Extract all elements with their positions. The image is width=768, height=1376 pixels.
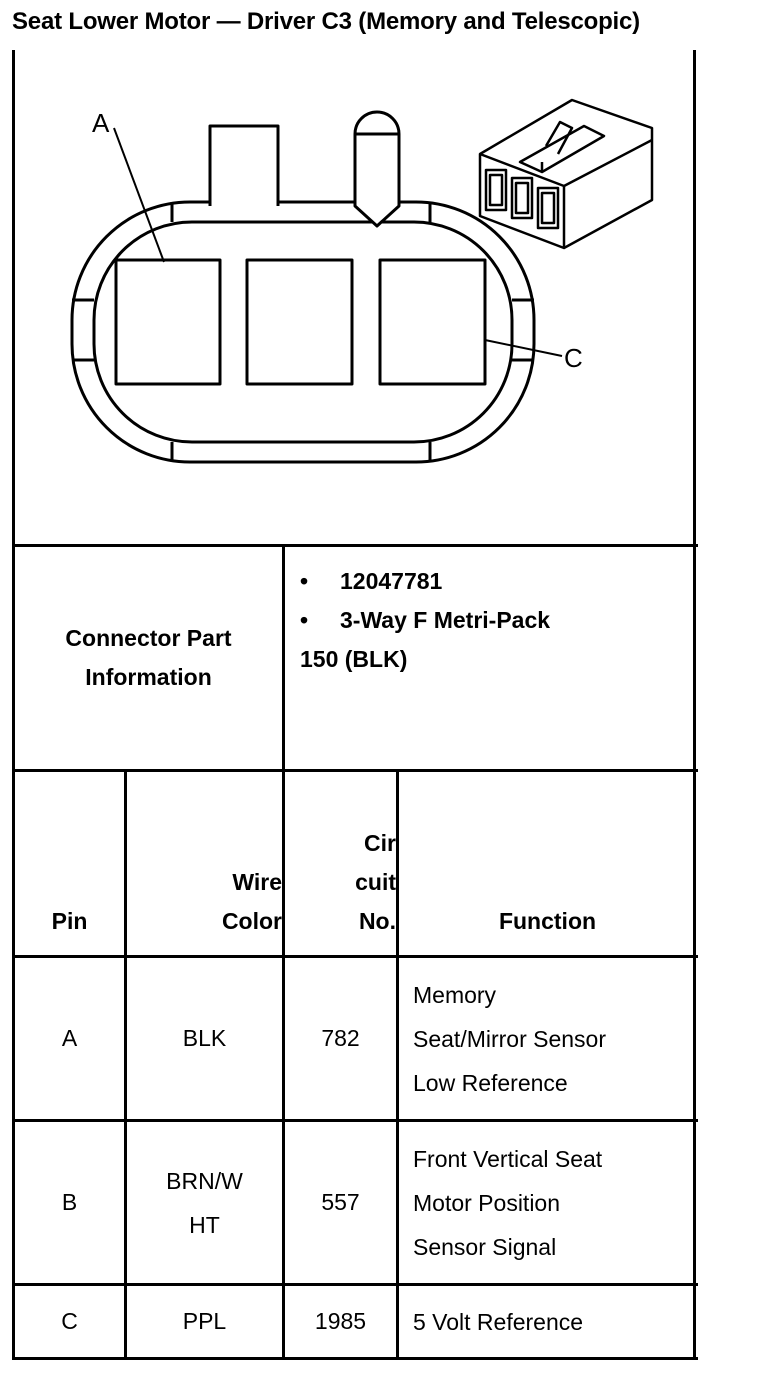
connector-type: 3-Way F Metri-Pack bbox=[340, 607, 551, 633]
label-line: Information bbox=[85, 664, 212, 690]
diagram-label-c: C bbox=[564, 343, 583, 373]
cavity-b bbox=[245, 258, 354, 386]
connector-iso-view bbox=[478, 98, 654, 250]
header-circuit-no: Cir cuit No. bbox=[285, 772, 396, 955]
cell-circuit: 782 bbox=[321, 1025, 360, 1051]
function-line: Seat/Mirror Sensor bbox=[413, 1025, 607, 1052]
header-pin: Pin bbox=[15, 772, 124, 955]
connector-type-continuation: 150 (BLK) bbox=[300, 646, 408, 672]
bullet-glyph: • bbox=[300, 607, 309, 633]
diagram-label-a: A bbox=[92, 108, 110, 138]
cavity-c bbox=[378, 258, 487, 386]
page-title: Seat Lower Motor — Driver C3 (Memory and… bbox=[12, 8, 640, 35]
header-text: Function bbox=[498, 908, 597, 934]
header-text: Cir bbox=[364, 830, 396, 856]
header-function: Function bbox=[399, 772, 696, 955]
connector-housing-outer bbox=[70, 200, 536, 464]
header-wire-color: Wire Color bbox=[127, 772, 282, 955]
function-line: Low Reference bbox=[413, 1069, 568, 1096]
rule-row-b-bottom bbox=[12, 1283, 698, 1286]
wire-line: BRN/W bbox=[166, 1167, 243, 1194]
bullet-glyph: • bbox=[300, 568, 309, 594]
info-bullet-item: • 12047781 bbox=[300, 562, 690, 601]
cell-wire-color: BRN/W HT bbox=[127, 1122, 282, 1283]
cell-pin: B bbox=[61, 1189, 78, 1215]
cell-pin: A bbox=[61, 1025, 78, 1051]
cell-function: Memory Seat/Mirror Sensor Low Reference bbox=[399, 958, 696, 1119]
wire-line: HT bbox=[189, 1211, 220, 1238]
rule-col-function bbox=[396, 769, 399, 1359]
connector-part-info-label: Connector Part Information bbox=[15, 547, 282, 769]
info-bullet-item: • 3-Way F Metri-Pack bbox=[300, 601, 690, 640]
rule-header-bottom bbox=[12, 955, 698, 958]
function-line: Motor Position bbox=[413, 1189, 561, 1216]
cell-circuit: 1985 bbox=[314, 1308, 367, 1334]
function-line: Front Vertical Seat bbox=[413, 1145, 603, 1172]
connector-part-info-values: • 12047781 • 3-Way F Metri-Pack 150 (BLK) bbox=[300, 562, 690, 679]
rule-col-circuit bbox=[282, 544, 285, 1359]
cell-circuit: 557 bbox=[321, 1189, 360, 1215]
rule-info-bottom bbox=[12, 769, 698, 772]
cell-wire-color: BLK bbox=[182, 1025, 227, 1051]
header-text: Wire bbox=[232, 869, 282, 895]
cell-function: 5 Volt Reference bbox=[399, 1286, 696, 1357]
cell-pin: C bbox=[61, 1308, 78, 1334]
header-text: Color bbox=[221, 908, 282, 934]
header-text: cuit bbox=[355, 869, 396, 895]
function-line: 5 Volt Reference bbox=[413, 1308, 584, 1335]
header-text: Pin bbox=[51, 908, 88, 934]
rule-col-wire bbox=[124, 769, 127, 1359]
cavity-a bbox=[114, 258, 222, 386]
part-number: 12047781 bbox=[340, 568, 443, 594]
header-text: No. bbox=[358, 908, 396, 934]
rule-diagram-bottom bbox=[12, 544, 698, 547]
cell-function: Front Vertical Seat Motor Position Senso… bbox=[399, 1122, 696, 1283]
connector-key-post bbox=[353, 110, 401, 228]
label-line: Connector Part bbox=[65, 625, 232, 651]
function-line: Memory bbox=[413, 981, 497, 1008]
connector-diagram: A C bbox=[70, 98, 654, 464]
connector-housing-inner bbox=[92, 220, 514, 444]
rule-row-c-bottom bbox=[12, 1357, 698, 1360]
function-line: Sensor Signal bbox=[413, 1233, 557, 1260]
cell-wire-color: PPL bbox=[182, 1308, 227, 1334]
rule-row-a-bottom bbox=[12, 1119, 698, 1122]
table-frame bbox=[12, 50, 696, 1360]
connector-lock-tab bbox=[208, 124, 280, 206]
